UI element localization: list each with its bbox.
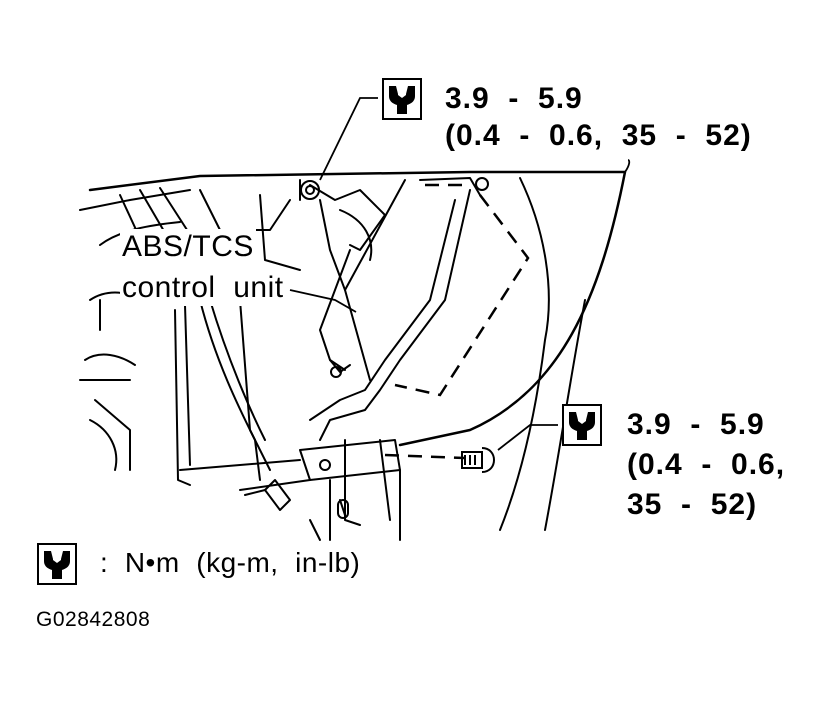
figure-id: G02842808 xyxy=(36,608,151,631)
control-unit-bracket xyxy=(319,189,471,441)
component-label-line1: ABS/TCS xyxy=(120,229,256,265)
top-torque-conversion: (0.4 - 0.6, 35 - 52) xyxy=(445,119,752,152)
wrench-icon xyxy=(382,78,422,120)
wrench-icon xyxy=(37,543,77,585)
right-torque-range: 3.9 - 5.9 xyxy=(627,408,765,441)
leader-top-right xyxy=(470,159,631,173)
body-panel-outline xyxy=(88,170,627,447)
dashed-outline xyxy=(394,194,530,397)
torque-unit-legend: : N•m (kg-m, in-lb) xyxy=(100,547,361,578)
top-torque-range: 3.9 - 5.9 xyxy=(445,82,583,115)
top-bolt xyxy=(300,180,320,200)
leader-right xyxy=(497,424,558,451)
leader-top xyxy=(319,97,378,181)
right-torque-conversion-2: 35 - 52) xyxy=(627,488,758,521)
leader-control-unit xyxy=(289,289,357,313)
component-label-line2: control unit xyxy=(120,270,286,306)
lower-bolt xyxy=(461,451,483,469)
right-torque-conversion-1: (0.4 - 0.6, xyxy=(627,448,786,481)
wrench-icon xyxy=(562,404,602,446)
